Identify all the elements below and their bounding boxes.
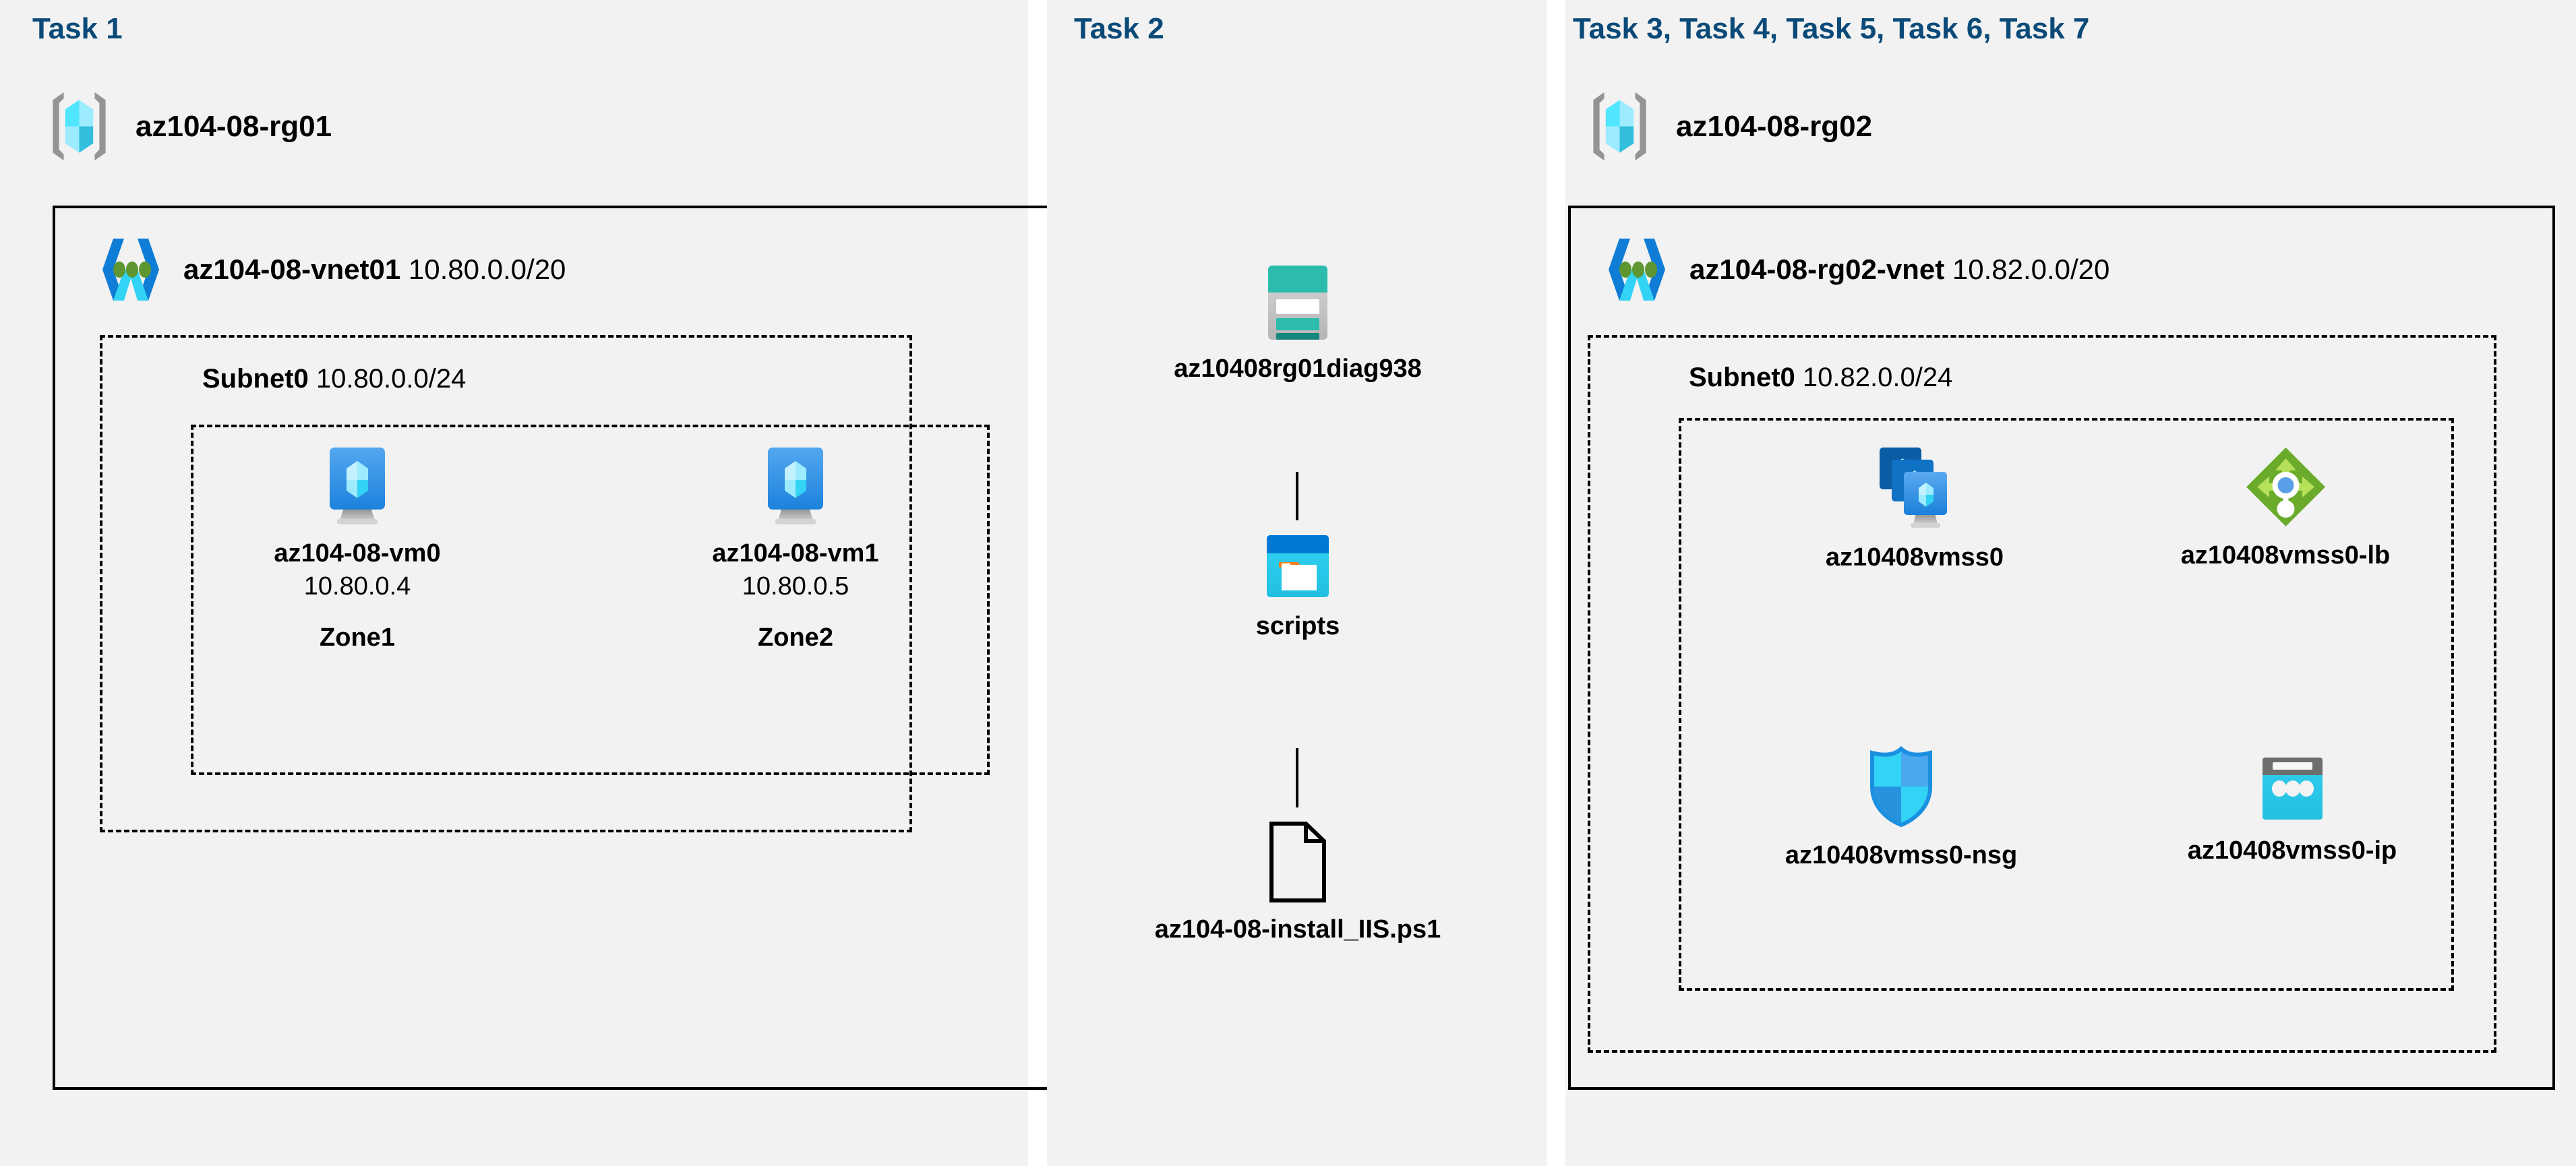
task2-file-name: az104-08-install_IIS.ps1: [1154, 915, 1441, 944]
network-security-group-icon: [1864, 745, 1938, 829]
task1-subnet-box: [100, 335, 912, 832]
task1-vm-1[interactable]: az104-08-vm1 10.80.0.5 Zone2: [688, 445, 903, 652]
task3-subnet-name: Subnet0: [1689, 363, 1795, 392]
blob-container-icon: [1264, 532, 1331, 600]
resource-group-icon: [40, 88, 118, 165]
task3-vnet-cidr: 10.82.0.0/20: [1952, 253, 2110, 285]
task3-title: Task 3, Task 4, Task 5, Task 6, Task 7: [1573, 12, 2090, 45]
task3-vnet-label: az104-08-rg02-vnet 10.82.0.0/20: [1689, 253, 2109, 286]
task2-blob-container[interactable]: scripts: [1146, 532, 1449, 643]
public-ip-address-icon: [2257, 754, 2328, 824]
task2-storage-account-name: az10408rg01diag938: [1174, 355, 1422, 383]
task1-resource-group-label: az104-08-rg01: [136, 109, 332, 143]
task1-vm-0[interactable]: az104-08-vm0 10.80.0.4 Zone1: [249, 445, 465, 652]
task3-resource-group: az104-08-rg02: [1581, 88, 1872, 165]
task1-subnet-name: Subnet0: [202, 364, 309, 394]
task3-load-balancer[interactable]: az10408vmss0-lb: [2137, 445, 2434, 572]
file-icon: [1267, 821, 1328, 903]
virtual-network-icon: [1600, 236, 1673, 303]
task3-subnet-box: [1588, 335, 2496, 1053]
task3-subnet-label: Subnet0 10.82.0.0/24: [1689, 363, 1952, 393]
task3-network-security-group[interactable]: az10408vmss0-nsg: [1753, 745, 2049, 872]
task3-vnet-box: [1568, 206, 2555, 1090]
task1-title: Task 1: [32, 12, 123, 45]
task3-vm-scale-set[interactable]: az10408vmss0: [1766, 445, 2063, 574]
task3-resource-group-box: [1679, 418, 2454, 991]
connector-blob-to-file: [1296, 748, 1298, 807]
task2-blob-container-name: scripts: [1255, 612, 1340, 640]
task2-storage-account[interactable]: az10408rg01diag938: [1146, 263, 1449, 386]
load-balancer-icon: [2244, 445, 2328, 529]
task1-vnet-cidr: 10.80.0.0/20: [408, 253, 566, 285]
task1-vm-1-zone: Zone2: [758, 623, 833, 652]
task1-vnet-name: az104-08-vnet01: [183, 253, 401, 285]
virtual-machine-icon: [755, 445, 836, 527]
virtual-network-icon: [94, 236, 167, 303]
task1-vnet-label: az104-08-vnet01 10.80.0.0/20: [183, 253, 566, 286]
task1-resource-group: az104-08-rg01: [40, 88, 332, 165]
panel-task1: [0, 0, 1028, 1166]
task1-vm-group-box: [191, 425, 990, 775]
task2-file[interactable]: az104-08-install_IIS.ps1: [1112, 821, 1483, 946]
panel-task3: [1565, 0, 2576, 1166]
task3-public-ip-name: az10408vmss0-ip: [2187, 836, 2397, 865]
storage-account-icon: [1264, 263, 1331, 342]
task3-vnet-header: az104-08-rg02-vnet 10.82.0.0/20: [1600, 236, 2109, 303]
task1-vm-0-name: az104-08-vm0: [274, 539, 441, 567]
resource-group-icon: [1581, 88, 1658, 165]
task1-vm-0-ip: 10.80.0.4: [303, 572, 411, 601]
task2-title: Task 2: [1074, 12, 1164, 45]
task3-network-security-group-name: az10408vmss0-nsg: [1785, 841, 2018, 869]
task1-vm-1-name: az104-08-vm1: [712, 539, 879, 567]
task3-subnet-cidr: 10.82.0.0/24: [1802, 363, 1953, 392]
connector-storage-to-blob: [1296, 472, 1298, 520]
task1-vm-0-zone: Zone1: [320, 623, 395, 652]
task1-vnet-header: az104-08-vnet01 10.80.0.0/20: [94, 236, 566, 303]
task1-subnet-label: Subnet0 10.80.0.0/24: [202, 364, 466, 394]
task1-subnet-cidr: 10.80.0.0/24: [316, 364, 467, 394]
task3-load-balancer-name: az10408vmss0-lb: [2180, 541, 2391, 570]
task3-vnet-name: az104-08-rg02-vnet: [1689, 253, 1945, 285]
task3-vm-scale-set-name: az10408vmss0: [1825, 543, 2004, 572]
task3-public-ip[interactable]: az10408vmss0-ip: [2144, 754, 2440, 867]
task3-resource-group-label: az104-08-rg02: [1676, 109, 1873, 143]
task1-vm-1-ip: 10.80.0.5: [742, 572, 849, 601]
virtual-machine-icon: [317, 445, 398, 527]
vm-scale-set-icon: [1870, 445, 1959, 531]
